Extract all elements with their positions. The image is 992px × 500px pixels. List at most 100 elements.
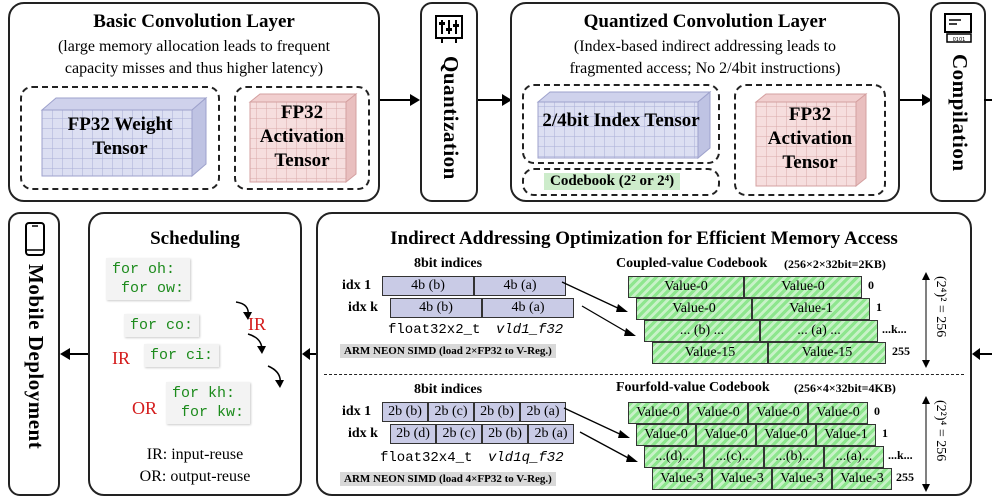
lower-row-idx-255: 255 [896, 470, 914, 484]
lower-cb-r3-c0: Value-3 [652, 468, 712, 490]
lower-idxk-cell-3: 2b (a) [528, 424, 574, 444]
lower-cb-r1-c3: Value-1 [816, 424, 876, 446]
lower-cb-r0-c0: Value-0 [628, 402, 688, 424]
svg-text:0101: 0101 [953, 37, 966, 43]
section-divider [324, 374, 964, 375]
lower-side-label: (2²)⁴ = 256 [933, 400, 948, 462]
upper-cb-r1-c0: Value-0 [636, 298, 752, 320]
upper-span-arrow [922, 272, 930, 368]
quantization-icon [435, 15, 463, 43]
mobile-deployment-box: Mobile Deployment [8, 212, 60, 496]
basic-conv-layer-box: Basic Convolution Layer (large memory al… [8, 2, 380, 202]
activation-label-1a: FP32 [280, 102, 324, 123]
upper-cb-r3-c0: Value-15 [652, 342, 768, 364]
quantization-label: Quantization [439, 56, 463, 180]
loop-ci: for ci: [144, 344, 220, 367]
lower-cb-r0-c1: Value-0 [688, 402, 748, 424]
upper-idx1-cell-0: 4b (b) [382, 276, 474, 296]
lower-cb-r3-c3: Value-3 [832, 468, 892, 490]
upper-cb-r2-c1: ... (a) ... [760, 320, 878, 342]
lower-cb-r1-c1: Value-0 [696, 424, 756, 446]
activation-label-1b: Activation [259, 126, 345, 147]
activation-label-2c: Tensor [782, 152, 838, 173]
upper-cb-r0-c1: Value-0 [744, 276, 862, 298]
upper-idxk-cell-1: 4b (a) [482, 298, 574, 318]
activation-label-2a: FP32 [788, 104, 832, 125]
upper-indices-title: 8bit indices [414, 256, 483, 271]
lower-cb-r2-c2: ...(b)... [764, 446, 824, 468]
lower-idxk-cell-1: 2b (c) [436, 424, 482, 444]
upper-row-idx-k: ...k... [882, 322, 907, 336]
upper-cb-r3-c1: Value-15 [768, 342, 886, 364]
activation-label-1c: Tensor [274, 150, 330, 171]
loop-oh-ow: for oh: for ow: [106, 258, 191, 300]
lower-idx1-cell-3: 2b (a) [520, 402, 566, 422]
or-label: OR [132, 398, 158, 418]
indirect-addressing-box: Indirect Addressing Optimization for Eff… [316, 212, 972, 496]
scheduling-curve-arrows [235, 301, 284, 388]
indirect-title: Indirect Addressing Optimization for Eff… [390, 228, 898, 249]
arrow-right-into-indirect [972, 348, 992, 360]
quantization-box: Quantization [420, 2, 478, 202]
lower-cb-r2-c0: ...(d)... [644, 446, 704, 468]
compilation-icon: 0101 [944, 13, 972, 43]
upper-row-idx-1: 1 [876, 300, 882, 314]
upper-side-label: (2⁴)² = 256 [933, 276, 948, 338]
quantized-conv-desc-2: fragmented access; No 2/4bit instruction… [569, 60, 841, 77]
quantized-conv-layer-box: Quantized Convolution Layer (Index-based… [510, 2, 900, 202]
activation-label-2b: Activation [767, 128, 853, 149]
lower-row-idx-1: 1 [882, 426, 888, 440]
legend-or: OR: output-reuse [139, 468, 251, 485]
lower-func-type: float32x4_t [380, 450, 473, 466]
upper-func-name: vld1_f32 [496, 322, 564, 338]
upper-idx1-label: idx 1 [342, 278, 372, 293]
mobile-phone-icon [25, 222, 45, 256]
lower-cb-r0-c3: Value-0 [808, 402, 868, 424]
lower-indices-title: 8bit indices [414, 382, 483, 397]
upper-codebook-size: (256×2×32bit=2KB) [784, 257, 886, 271]
lower-cb-r1-c2: Value-0 [756, 424, 816, 446]
upper-codebook-title: Coupled-value Codebook [616, 256, 768, 271]
quantized-conv-title: Quantized Convolution Layer [583, 11, 827, 32]
lower-cb-r3-c2: Value-3 [772, 468, 832, 490]
upper-row-idx-0: 0 [868, 278, 874, 292]
activation-tensor-cube-icon [248, 92, 358, 184]
lower-idxk-cell-2: 2b (b) [482, 424, 528, 444]
codebook-label: Codebook (2² or 2⁴) [544, 173, 681, 190]
lower-cb-r2-c1: ...(c)... [704, 446, 764, 468]
lower-idx1-cell-2: 2b (b) [474, 402, 520, 422]
activation-tensor-cube-icon-2 [754, 92, 868, 188]
weight-tensor-label-2: Tensor [92, 138, 148, 159]
lower-row-idx-0: 0 [874, 404, 880, 418]
upper-func-type: float32x2_t [388, 322, 481, 338]
basic-conv-title: Basic Convolution Layer [93, 11, 295, 32]
lower-cb-r1-c0: Value-0 [636, 424, 696, 446]
lower-row-idx-k: ...k... [888, 448, 913, 462]
activation-tensor-box-1: FP32 Activation Tensor [234, 86, 370, 190]
activation-tensor-box-2: FP32 Activation Tensor [734, 84, 886, 196]
index-tensor-cube-icon [536, 90, 712, 160]
lower-cb-r2-c3: ...(a)... [824, 446, 884, 468]
weight-tensor-cube-icon [40, 96, 208, 178]
lower-cb-r3-c1: Value-3 [712, 468, 772, 490]
upper-cb-r0-c0: Value-0 [628, 276, 744, 298]
lower-func-name: vld1q_f32 [488, 450, 564, 466]
lower-idx1-cell-1: 2b (c) [428, 402, 474, 422]
compile-connector-line [984, 99, 992, 101]
upper-cb-r1-c1: Value-1 [752, 298, 870, 320]
scheduling-title: Scheduling [150, 228, 240, 249]
lower-idxk-cell-0: 2b (d) [390, 424, 436, 444]
compilation-box: 0101 Compilation [930, 2, 986, 202]
lower-idx1-label: idx 1 [342, 404, 372, 419]
quantized-conv-desc-1: (Index-based indirect addressing leads t… [573, 38, 837, 55]
compilation-label: Compilation [948, 54, 972, 172]
lower-codebook-size: (256×4×32bit=4KB) [794, 381, 896, 395]
ir-label-2: IR [112, 348, 130, 368]
index-tensor-box: 2/4bit Index Tensor [522, 84, 720, 164]
codebook-box: Codebook (2² or 2⁴) [522, 168, 720, 196]
loop-kh-kw: for kh: for kw: [166, 382, 251, 424]
basic-conv-desc-1: (large memory allocation leads to freque… [57, 38, 331, 55]
weight-tensor-box: FP32 Weight Tensor [20, 86, 220, 190]
arrow-sched-to-mobile [60, 348, 90, 360]
upper-mapping-arrows [561, 281, 636, 336]
